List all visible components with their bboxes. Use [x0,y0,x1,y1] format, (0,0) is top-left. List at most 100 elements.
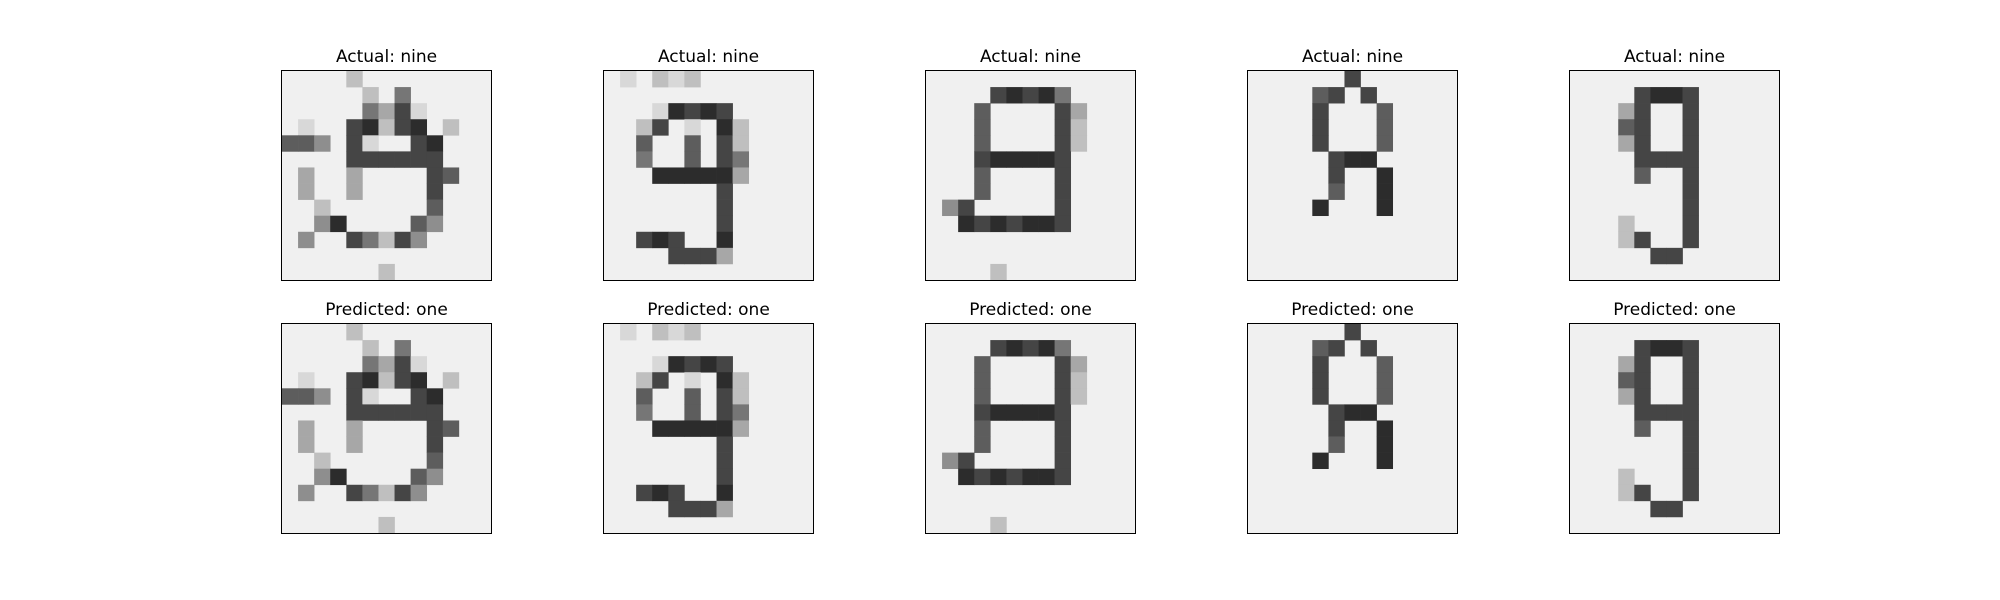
digit-pixel [298,484,315,502]
digit-pixel [684,135,701,152]
digit-pixel [1634,119,1651,136]
digit-pixel [394,87,411,104]
digit-pixel [1618,468,1635,486]
digit-pixel [1328,420,1345,437]
digit-pixel [1038,404,1055,421]
digit-pixel [426,183,444,200]
digit-pixel [1650,340,1667,357]
digit-pixel [314,215,331,233]
digit-pixel [684,356,701,373]
digit-pixel [346,324,363,341]
digit-pixel [1376,135,1394,152]
digit-pixel [378,263,395,280]
digit-pixel [1682,167,1699,184]
digit-pixel [298,119,315,136]
digit-pixel [410,119,428,136]
digit-pixel [1022,151,1039,168]
panel-predicted-5: Predicted: one [1569,299,1780,539]
panel-predicted-4: Predicted: one [1247,299,1458,539]
digit-pixel [1666,404,1683,421]
digit-pixel [668,103,685,120]
digit-pixel [1054,468,1072,486]
digit-pixel [668,231,685,249]
digit-pixel [652,372,669,389]
digit-pixel [1682,420,1699,437]
digit-pixel [298,231,315,249]
digit-pixel [700,420,717,437]
digit-pixel [1376,356,1394,373]
digit-pixel [330,468,347,486]
digit-pixel [1634,340,1651,357]
digit-pixel [716,388,733,405]
digit-pixel [1682,119,1699,136]
digit-pixel [668,420,685,437]
digit-pixel [1618,103,1635,120]
digit-pixel [1634,87,1651,104]
digit-pixel [668,500,685,518]
digit-pixel [1022,340,1039,357]
digit-pixel [346,420,363,437]
digit-pixel [330,215,347,233]
digit-pixel [684,500,701,518]
digit-pixel [1054,167,1072,184]
digit-pixel [394,340,411,357]
digit-pixel [378,231,395,249]
digit-pixel [1634,135,1651,152]
digit-pixel [974,436,991,453]
panel-actual-3: Actual: nine [925,46,1136,286]
digit-pixel [426,135,444,152]
digit-pixel [426,388,444,405]
digit-pixel [426,404,444,421]
digit-pixel [1650,404,1667,421]
digit-pixel [1634,103,1651,120]
digit-pixel [684,103,701,120]
digit-pixel [700,103,717,120]
digit-pixel [1376,167,1394,184]
digit-pixel [1618,372,1635,389]
digit-image [1569,70,1780,281]
digit-pixel [394,119,411,136]
digit-pixel [652,484,669,502]
digit-pixel [990,215,1007,233]
digit-pixel [1682,231,1699,249]
digit-pixel [394,103,411,120]
digit-pixel [426,215,444,233]
digit-pixel [1682,404,1699,421]
digit-pixel [974,119,991,136]
digit-pixel [1328,340,1345,357]
panel-predicted-3: Predicted: one [925,299,1136,539]
digit-pixel [1666,340,1683,357]
digit-pixel [346,436,363,453]
digit-pixel [716,119,733,136]
digit-pixel [974,372,991,389]
digit-pixel [1618,215,1635,233]
digit-pixel [1006,468,1023,486]
digit-pixel [636,388,653,405]
digit-pixel [958,452,975,470]
digit-pixel [410,103,428,120]
digit-pixel [716,231,733,249]
digit-pixel [1006,404,1023,421]
digit-pixel [1360,87,1377,104]
digit-pixel [716,167,733,184]
digit-pixel [1312,199,1329,217]
digit-pixel [620,71,637,88]
digit-pixel [394,484,411,502]
digit-pixel [410,404,428,421]
digit-image [603,323,814,534]
digit-pixel [1360,151,1377,168]
digit-pixel [668,484,685,502]
digit-pixel [1054,87,1072,104]
digit-pixel [1618,484,1635,502]
digit-pixel [1682,87,1699,104]
digit-pixel [1650,247,1667,265]
digit-pixel [362,103,379,120]
digit-pixel [974,404,991,421]
digit-pixel [362,484,379,502]
panel-actual-2: Actual: nine [603,46,814,286]
panel-title: Predicted: one [325,300,448,320]
panel-title: Predicted: one [969,300,1092,320]
digit-pixel [652,231,669,249]
digit-pixel [442,167,460,184]
digit-pixel [1618,231,1635,249]
